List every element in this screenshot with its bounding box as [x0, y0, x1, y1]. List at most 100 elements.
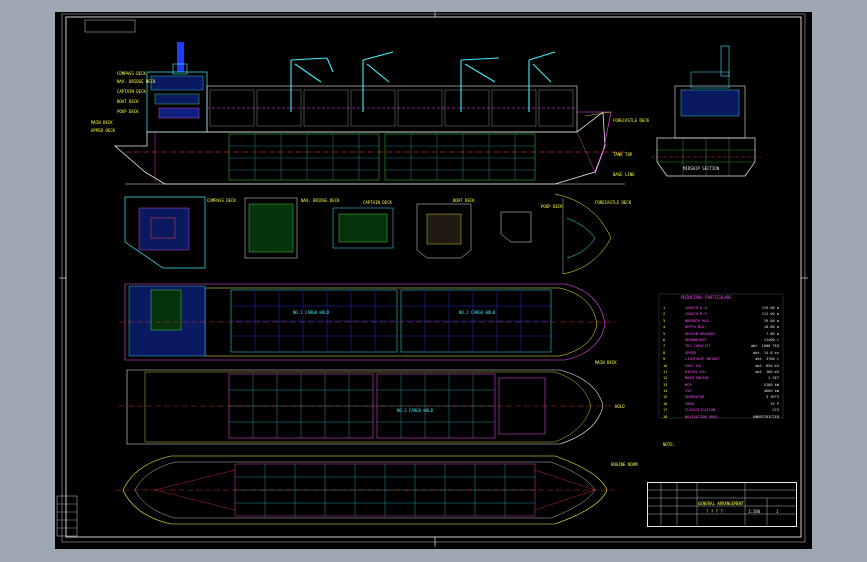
spec-row: 17 CLASSIFICATION CCS	[661, 407, 781, 413]
plan-label-hold: HOLD	[615, 404, 625, 409]
spec-row-value: 19.60 m	[763, 318, 779, 323]
upper-deck-plan	[119, 283, 615, 361]
drawing-sheet: COMPASS DECK NAV. BRIDGE DECK CAPTAIN DE…	[55, 12, 812, 549]
spec-title-text: PRINCIPAL PARTICULARS	[681, 295, 732, 300]
spec-row-key: MAIN ENGINE	[685, 376, 709, 381]
profile-label-boat-deck: BOAT DECK	[117, 99, 139, 104]
spec-row-value: 10.80 m	[763, 325, 779, 330]
spec-row-value: abt. 850 m3	[755, 363, 779, 368]
spec-row-number: 8	[663, 350, 666, 355]
hold-label-2: NO.2 CARGO HOLD	[459, 310, 496, 315]
note-label: NOTE:	[663, 442, 676, 447]
bottom-plan	[115, 455, 615, 525]
profile-label-upper-deck: UPPER DECK	[91, 128, 116, 133]
title-block: GENERAL ARRANGEMENT ? ? ? ? 1:200 1	[647, 482, 797, 527]
profile-label-compass-deck: COMPASS DECK	[117, 71, 146, 76]
spec-row-key: CSR	[685, 389, 692, 394]
spec-row-key: MCR	[685, 382, 692, 387]
spec-row: 12 MAIN ENGINE 1 SET	[661, 375, 781, 381]
spec-row-key: FUEL OIL	[685, 363, 703, 368]
ship-profile-view	[113, 42, 625, 185]
plan-label-captain-deck: CAPTAIN DECK	[363, 200, 392, 205]
spec-row-value: 5180 kW	[763, 382, 779, 387]
spec-row-number: 9	[663, 357, 666, 362]
spec-row-value: 119.00 m	[761, 306, 779, 310]
spec-row-number: 7	[663, 344, 666, 349]
spec-row-value: 4660 kW	[763, 389, 779, 394]
spec-row-number: 4	[663, 325, 666, 330]
spec-row-number: 2	[663, 312, 666, 317]
spec-row-number: 13	[663, 382, 668, 387]
spec-row-value: abt. 1000 TEU	[750, 344, 779, 349]
spec-row-key: BREADTH MLD.	[685, 318, 711, 323]
spec-title: PRINCIPAL PARTICULARS	[661, 295, 781, 305]
spec-row-value: 11400 t	[763, 337, 779, 342]
spec-row-value: abt. 160 m3	[755, 369, 779, 374]
deck-plan-details	[124, 193, 612, 275]
midship-section-view	[651, 45, 761, 177]
spec-row-number: 1	[663, 306, 666, 310]
spec-row: 14 CSR 4660 kW	[661, 388, 781, 394]
spec-row-key: SPEED	[685, 350, 696, 355]
spec-row-key: DEADWEIGHT	[685, 337, 707, 342]
title-block-sheet: 1	[776, 509, 779, 514]
section-label: MIDSHIP SECTION	[683, 166, 720, 171]
spec-row: 7 TEU CAPACITY abt. 1000 TEU	[661, 343, 781, 349]
profile-label-captain-deck: CAPTAIN DECK	[117, 89, 146, 94]
spec-row-number: 5	[663, 331, 666, 336]
plan-label-forecastle-deck: FORECASTLE DECK	[595, 200, 632, 205]
spec-row-number: 10	[663, 363, 668, 368]
spec-row-value: 25 P	[770, 401, 779, 406]
spec-row-value: CCS	[772, 408, 780, 413]
spec-row: 16 CREW 25 P	[661, 401, 781, 407]
spec-row: 3 BREADTH MLD. 19.60 m	[661, 318, 781, 324]
principal-particulars-table: PRINCIPAL PARTICULARS 1 LENGTH O.A. 119.00…	[661, 295, 781, 420]
profile-label-forecastle-deck: FORECASTLE DECK	[613, 118, 650, 123]
spec-row: 4 DEPTH MLD. 10.80 m	[661, 324, 781, 330]
plan-label-nav-bridge-deck: NAV. BRIDGE DECK	[301, 198, 340, 203]
profile-label-tank-top: TANK TOP	[613, 152, 633, 157]
spec-row-key: LIGHTSHIP WEIGHT	[685, 357, 720, 362]
spec-row-value: abt. 3700 t	[755, 357, 779, 362]
profile-label-nav-bridge-deck: NAV. BRIDGE DECK	[117, 79, 156, 84]
spec-row: 9 LIGHTSHIP WEIGHT abt. 3700 t	[661, 356, 781, 362]
spec-row-number: 15	[663, 395, 668, 400]
spec-row: 6 DEADWEIGHT 11400 t	[661, 337, 781, 343]
spec-row: 13 MCR 5180 kW	[661, 382, 781, 388]
spec-row-number: 14	[663, 389, 668, 394]
plan-label-compass-deck: COMPASS DECK	[207, 198, 236, 203]
plan-label-boat-deck: BOAT DECK	[453, 198, 475, 203]
spec-row-value: 112.00 m	[761, 312, 779, 317]
plan-label-poop-deck: POOP DECK	[541, 204, 563, 209]
hold-label-1: NO.1 CARGO HOLD	[293, 310, 330, 315]
spec-row-key: LENGTH O.A.	[685, 306, 709, 310]
spec-row-value: 1 SET	[768, 376, 779, 381]
profile-label-base-line: BASE LINE	[613, 172, 635, 177]
spec-row: 1 LENGTH O.A. 119.00 m	[661, 305, 781, 311]
spec-row-key: DIESEL OIL	[685, 369, 707, 374]
spec-row-number: 16	[663, 401, 668, 406]
spec-row-number: 6	[663, 337, 666, 342]
spec-row-key: TEU CAPACITY	[685, 344, 711, 349]
title-block-project: ? ? ? ?	[706, 509, 723, 514]
spec-row: 10 FUEL OIL abt. 850 m3	[661, 363, 781, 369]
plan-label-main-deck: MAIN DECK	[595, 360, 617, 365]
profile-label-main-deck: MAIN DECK	[91, 120, 113, 125]
spec-row-number: 3	[663, 318, 666, 323]
spec-row-value: 7.80 m	[766, 331, 779, 336]
spec-row-key: CLASSIFICATION	[685, 408, 716, 413]
title-block-name: GENERAL ARRANGEMENT	[698, 501, 744, 506]
spec-row-number: 17	[663, 408, 668, 413]
general-arrangement-drawing	[56, 12, 808, 547]
spec-row-key: CREW	[685, 401, 694, 406]
spec-row-number: 18	[663, 414, 668, 419]
spec-row-value: UNRESTRICTED	[753, 414, 779, 419]
spec-row-key: DEPTH MLD.	[685, 325, 707, 330]
spec-row-value: abt. 14.8 kn	[753, 350, 779, 355]
spec-row: 8 SPEED abt. 14.8 kn	[661, 350, 781, 356]
spec-row-number: 12	[663, 376, 668, 381]
hold-label-3: NO.3 CARGO HOLD	[397, 408, 434, 413]
